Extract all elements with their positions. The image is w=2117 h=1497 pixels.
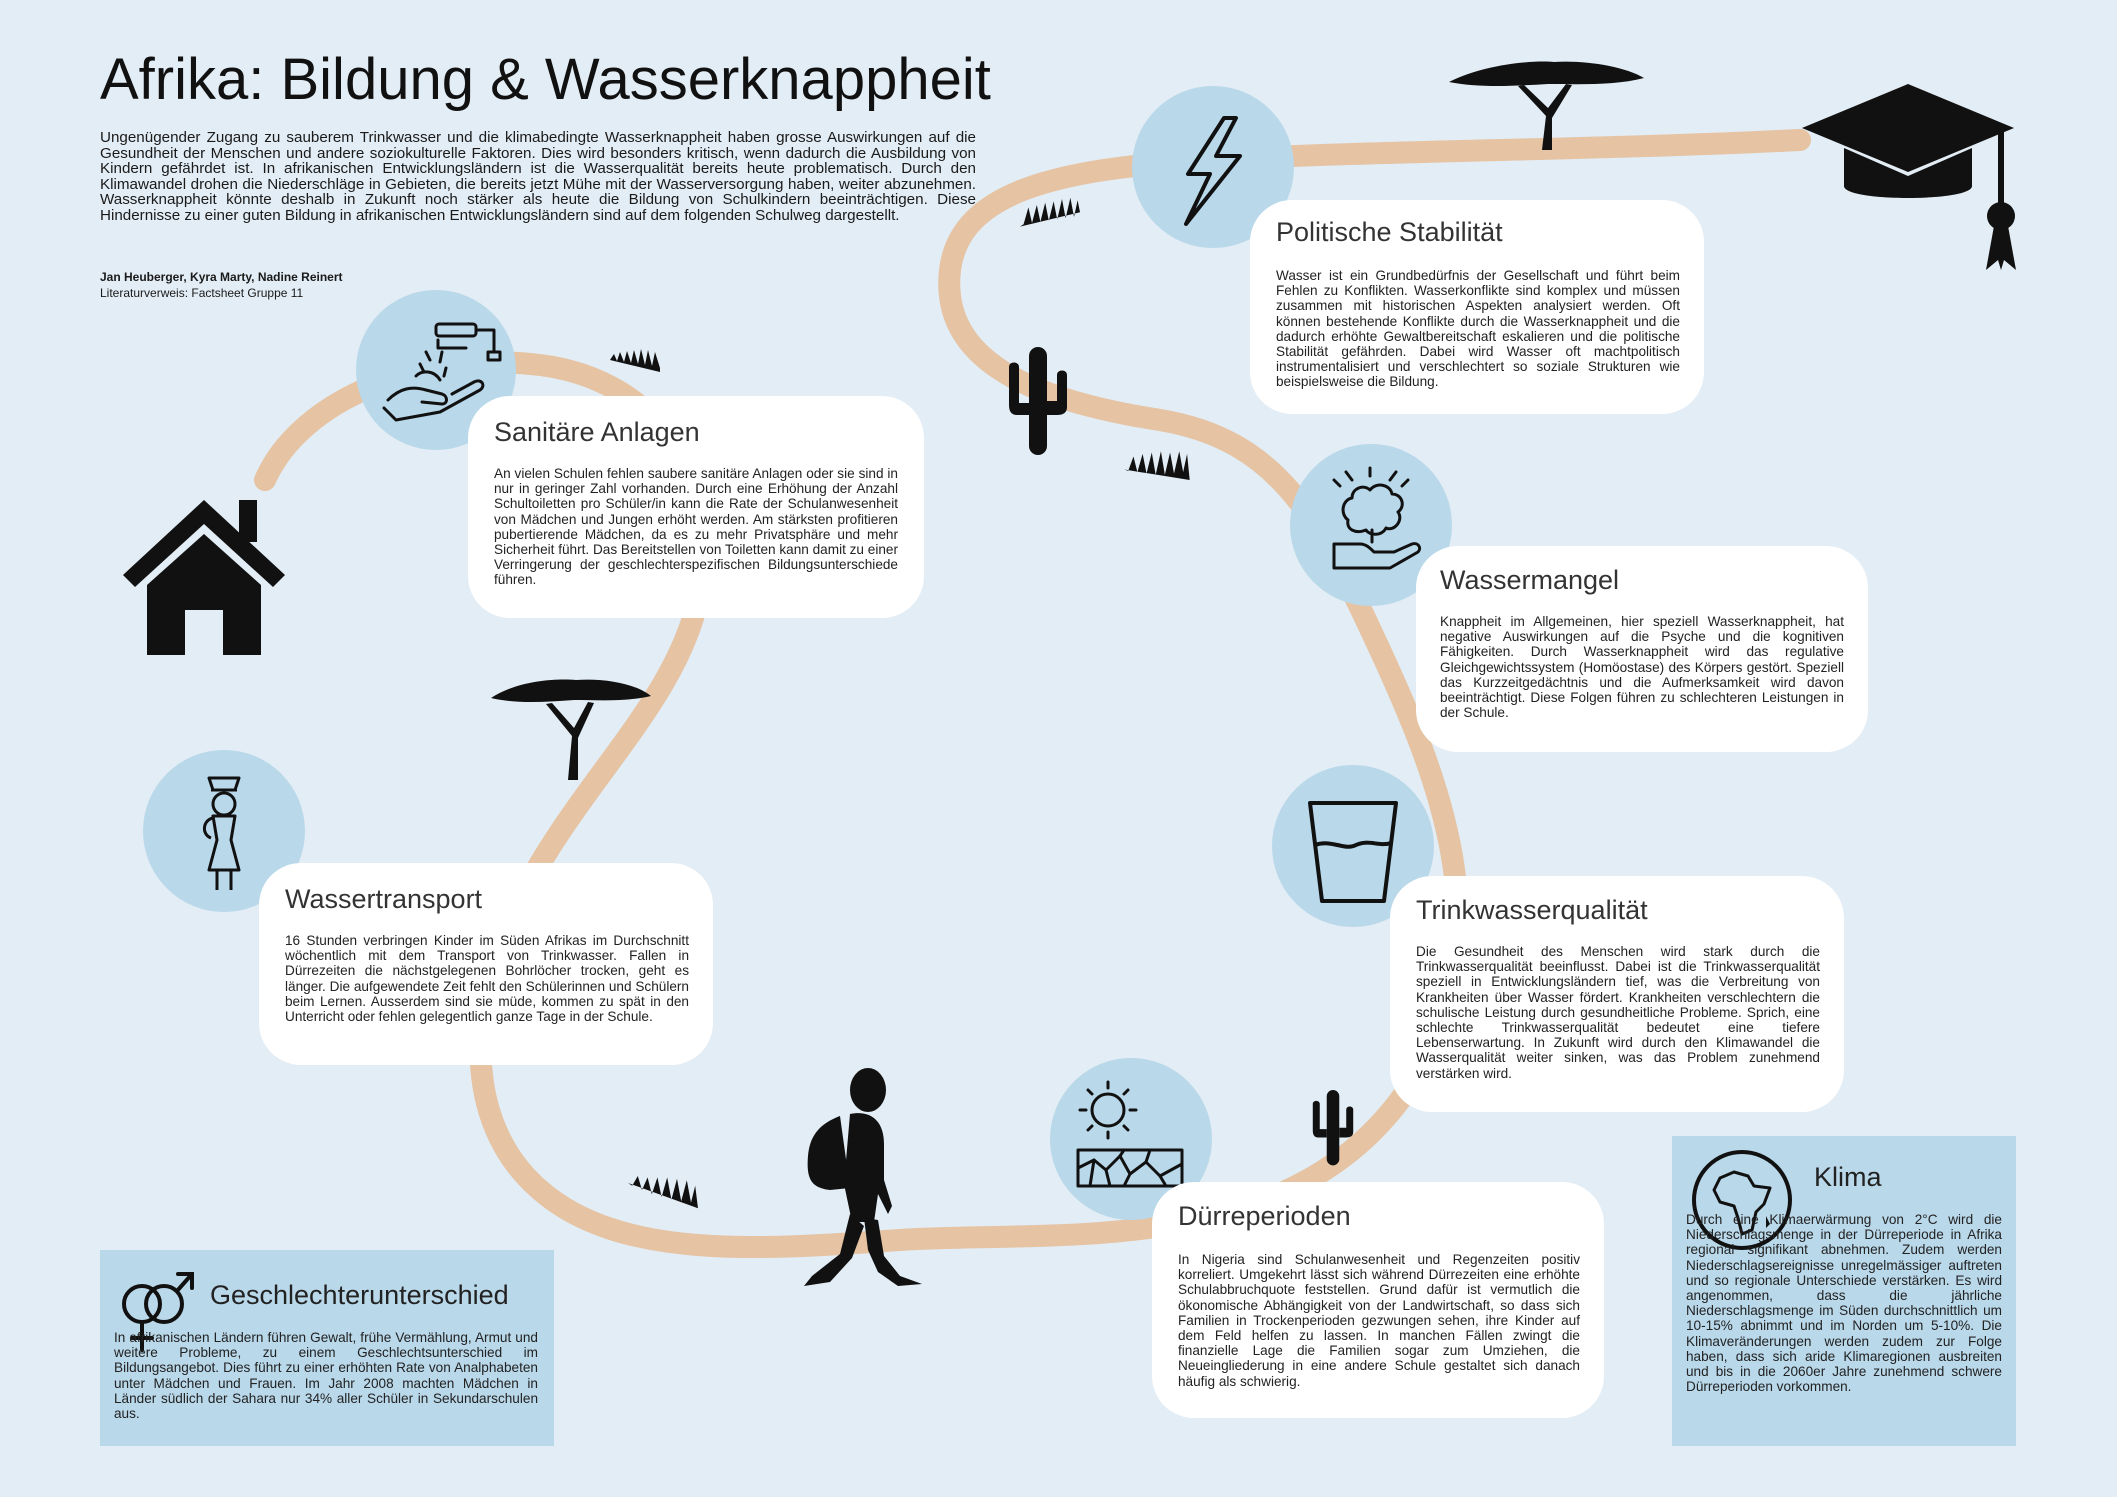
- geschlecht-title: Geschlechterunterschied: [210, 1280, 509, 1310]
- walking-child-icon: [800, 1064, 930, 1290]
- wassertransport-text: 16 Stunden verbringen Kinder im Süden Af…: [285, 933, 689, 1025]
- cactus-icon: [1005, 345, 1071, 455]
- gender-symbols-icon: [122, 1272, 194, 1352]
- duerre-card: Dürreperioden In Nigeria sind Schulanwes…: [1152, 1182, 1604, 1418]
- klima-box: Klima Durch eine Klimaerwärmung von 2°C …: [1672, 1136, 2016, 1446]
- wassermangel-card: Wassermangel Knappheit im Allgemeinen, h…: [1416, 546, 1868, 752]
- authors: Jan Heuberger, Kyra Marty, Nadine Reiner…: [100, 270, 343, 284]
- sanitaer-text: An vielen Schulen fehlen saubere sanitär…: [494, 466, 899, 588]
- grass-icon: [610, 346, 660, 372]
- trinkwasser-text: Die Gesundheit des Menschen wird stark d…: [1416, 944, 1820, 1081]
- grass-icon: [1122, 446, 1192, 480]
- acacia-tree-icon: [486, 676, 656, 781]
- wassermangel-title: Wassermangel: [1440, 565, 1620, 595]
- lightning-icon: [1184, 116, 1242, 226]
- wassermangel-text: Knappheit im Allgemeinen, hier speziell …: [1440, 614, 1844, 721]
- sun-cracked-earth-icon: [1076, 1080, 1184, 1188]
- acacia-tree-icon: [1444, 56, 1650, 151]
- sanitaer-card: Sanitäre Anlagen An vielen Schulen fehle…: [468, 396, 924, 618]
- sanitaer-title: Sanitäre Anlagen: [494, 417, 700, 447]
- duerre-title: Dürreperioden: [1178, 1201, 1351, 1231]
- trinkwasser-title: Trinkwasserqualität: [1416, 895, 1648, 925]
- house-icon: [115, 490, 293, 658]
- wassertransport-card: Wassertransport 16 Stunden verbringen Ki…: [259, 863, 713, 1065]
- duerre-text: In Nigeria sind Schulanwesenheit und Reg…: [1178, 1252, 1580, 1389]
- klima-text: Durch eine Klimaerwärmung von 2°C wird d…: [1686, 1212, 2002, 1395]
- politisch-title: Politische Stabilität: [1276, 217, 1503, 247]
- grass-icon: [1020, 192, 1080, 230]
- wassertransport-title: Wassertransport: [285, 884, 483, 914]
- trinkwasser-card: Trinkwasserqualität Die Gesundheit des M…: [1390, 876, 1844, 1112]
- politisch-text: Wasser ist ein Grundbedürfnis der Gesell…: [1276, 268, 1680, 390]
- grass-icon: [628, 1170, 698, 1210]
- graduation-cap-icon: [1798, 84, 2018, 274]
- intro-text: Ungenügender Zugang zu sauberem Trinkwas…: [100, 129, 976, 224]
- brain-in-hand-icon: [1332, 466, 1422, 570]
- geschlecht-box: Geschlechterunterschied In afrikanischen…: [100, 1250, 554, 1446]
- politisch-card: Politische Stabilität Wasser ist ein Gru…: [1250, 200, 1704, 414]
- klima-title: Klima: [1814, 1162, 1882, 1192]
- geschlecht-text: In afrikanischen Ländern führen Gewalt, …: [114, 1330, 538, 1422]
- water-glass-icon: [1308, 801, 1398, 903]
- poster-title: Afrika: Bildung & Wasserknappheit: [100, 47, 991, 112]
- africa-globe-icon: [1692, 1150, 1792, 1250]
- woman-carrying-water-icon: [203, 776, 241, 890]
- reference: Literaturverweis: Factsheet Gruppe 11: [100, 286, 304, 300]
- cactus-icon: [1310, 1088, 1356, 1166]
- hand-washing-icon: [382, 322, 502, 422]
